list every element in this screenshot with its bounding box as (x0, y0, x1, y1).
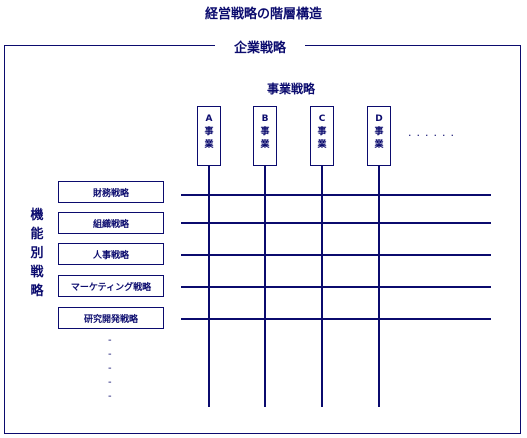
business-char: 業 (204, 140, 214, 150)
business-strategy-title: 事業戦略 (266, 82, 315, 96)
business-char: 事 (260, 127, 270, 137)
functional-title-char: 能 (30, 227, 44, 242)
function-box-rnd: 研究開発戦略 (58, 307, 164, 329)
business-letter: C (318, 114, 326, 124)
business-box-d: D 事 業 (367, 106, 391, 166)
function-box-hr: 人事戦略 (58, 243, 164, 265)
functional-strategy-title: 機 能 別 戦 略 (28, 206, 46, 301)
functional-title-char: 略 (30, 284, 44, 299)
business-letter: D (375, 114, 383, 124)
business-letter: A (205, 114, 213, 124)
business-box-c: C 事 業 (310, 106, 334, 166)
ellipsis-dash: - (108, 349, 112, 360)
business-char: 事 (374, 127, 384, 137)
business-letter: B (261, 114, 269, 124)
function-box-finance: 財務戦略 (58, 181, 164, 203)
function-box-marketing: マーケティング戦略 (58, 275, 164, 297)
business-ellipsis: ...... (408, 126, 459, 139)
diagram-title: 経営戦略の階層構造 (204, 7, 322, 22)
business-char: 事 (317, 127, 327, 137)
functional-title-char: 機 (30, 208, 44, 223)
ellipsis-dash: - (108, 335, 112, 346)
ellipsis-dash: - (108, 377, 112, 388)
business-char: 業 (260, 140, 270, 150)
business-box-a: A 事 業 (197, 106, 221, 166)
function-box-organization: 組織戦略 (58, 212, 164, 234)
functional-title-char: 別 (30, 246, 44, 261)
ellipsis-dash: - (108, 363, 112, 374)
business-box-b: B 事 業 (253, 106, 277, 166)
function-ellipsis: - - - - - (108, 334, 112, 404)
business-char: 業 (374, 140, 384, 150)
ellipsis-dash: - (108, 391, 112, 402)
corporate-strategy-label: 企業戦略 (215, 37, 305, 56)
business-char: 事 (204, 127, 214, 137)
business-char: 業 (317, 140, 327, 150)
functional-title-char: 戦 (30, 265, 44, 280)
